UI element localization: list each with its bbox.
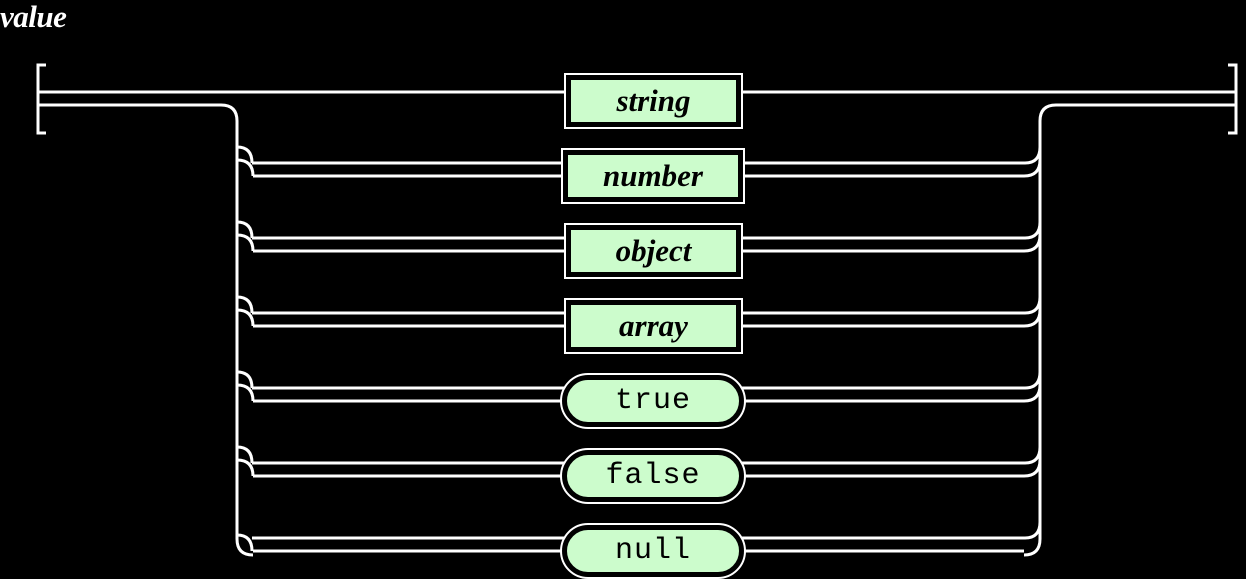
node-object[interactable]: object [564,223,743,279]
node-null[interactable]: null [560,523,746,579]
rail-row-true [236,370,1042,403]
node-null-label: null [614,534,691,568]
page-title: value [0,0,67,34]
rail-row-array [236,295,1042,328]
node-array[interactable]: array [564,298,743,354]
node-number-label: number [603,158,703,193]
node-false-label: false [605,459,701,493]
rail-row-null [236,521,1042,553]
node-true[interactable]: true [560,373,746,429]
rail-row-false [236,445,1042,478]
start-terminator [36,63,46,135]
rail-row-number [236,145,1042,178]
node-string-label: string [616,83,691,118]
left-fork-rail [38,103,254,557]
node-array-label: array [619,308,688,343]
node-true-label: true [614,384,691,418]
end-terminator [1228,63,1238,135]
node-string[interactable]: string [564,73,743,129]
node-false[interactable]: false [560,448,746,504]
node-number[interactable]: number [561,148,745,204]
rail-row-object [236,220,1042,253]
node-object-label: object [615,233,692,268]
right-fork-rail [1023,103,1236,557]
